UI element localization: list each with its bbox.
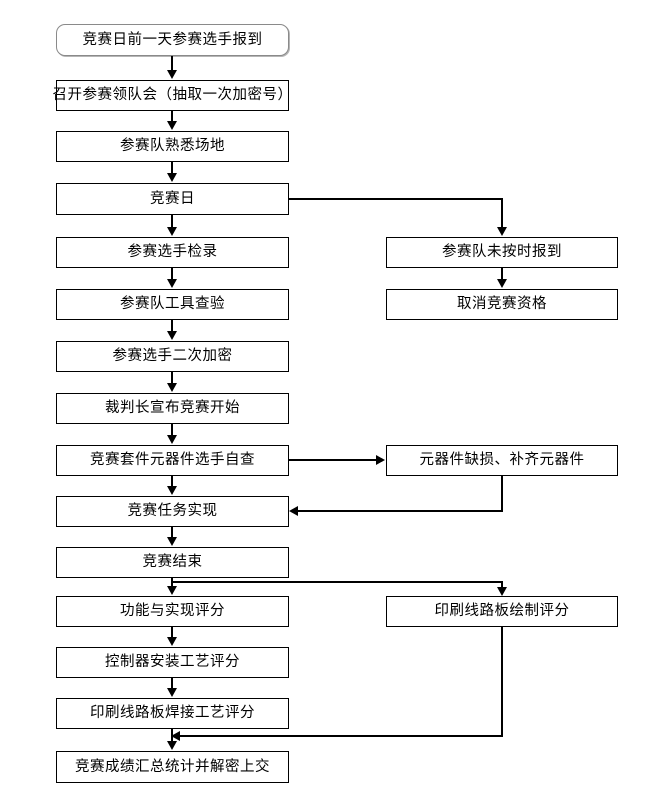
connector-n4-n5: [171, 215, 173, 228]
connector-n11-r4-vertical: [501, 581, 503, 590]
arrowhead-n9-n10: [167, 486, 177, 495]
flow-node-team-leader-meeting[interactable]: 召开参赛领队会（抽取一次加密号）: [53, 80, 292, 111]
flow-node-familiarize-venue[interactable]: 参赛队熟悉场地: [56, 131, 289, 162]
connector-n4-r1-horizontal: [289, 198, 503, 200]
flow-node-pcb-layout-score[interactable]: 印刷线路板绘制评分: [386, 596, 618, 627]
connector-n11-r4-horizontal: [171, 581, 503, 583]
flow-node-label: 裁判长宣布竞赛开始: [105, 400, 240, 417]
connector-n9-n10: [171, 476, 173, 487]
flow-node-label: 竞赛任务实现: [127, 503, 218, 520]
arrowhead-n11-r4: [497, 587, 507, 596]
arrowhead-n3-n4: [167, 173, 177, 182]
arrowhead-r3-n10: [289, 506, 298, 516]
flow-node-controller-assembly-score[interactable]: 控制器安装工艺评分: [56, 647, 289, 678]
flow-node-label: 竞赛日前一天参赛选手报到: [82, 31, 263, 48]
connector-n10-n11: [171, 527, 173, 538]
connector-r4-n15-vertical: [501, 627, 503, 737]
flow-node-function-score[interactable]: 功能与实现评分: [56, 596, 289, 627]
connector-r3-n10-vertical: [501, 476, 503, 512]
arrowhead-n10-n11: [167, 537, 177, 546]
connector-n9-r3-horizontal: [289, 459, 377, 461]
flow-node-team-late[interactable]: 参赛队未按时报到: [386, 237, 618, 268]
flow-node-referee-announce-start[interactable]: 裁判长宣布竞赛开始: [56, 393, 289, 424]
arrowhead-n4-r1: [497, 227, 507, 236]
connector-n6-n7: [171, 320, 173, 332]
arrowhead-n7-n8: [167, 383, 177, 392]
connector-n12-n13: [171, 627, 173, 638]
arrowhead-r4-n15: [171, 731, 180, 741]
flow-node-label: 元器件缺损、补齐元器件: [419, 452, 585, 469]
flow-node-label: 竞赛套件元器件选手自查: [90, 452, 255, 469]
flow-node-label: 参赛队未按时报到: [442, 244, 562, 261]
flow-node-competition-end[interactable]: 竞赛结束: [56, 547, 289, 578]
flow-node-disqualify[interactable]: 取消竞赛资格: [386, 289, 618, 320]
connector-r3-n10-horizontal: [298, 510, 503, 512]
flow-node-label: 竞赛成绩汇总统计并解密上交: [75, 758, 270, 775]
arrowhead-n9-r3: [376, 455, 385, 465]
arrowhead-n13-n14: [167, 688, 177, 697]
arrowhead-n1-n2: [167, 70, 177, 79]
connector-n5-n6: [171, 268, 173, 280]
flow-node-label: 参赛选手检录: [127, 244, 218, 261]
connector-n8-n9: [171, 424, 173, 436]
arrowhead-r1-r2: [497, 279, 507, 288]
flow-node-label: 参赛选手二次加密: [112, 348, 233, 365]
flow-node-tool-inspection[interactable]: 参赛队工具查验: [56, 289, 289, 320]
flow-node-label: 印刷线路板焊接工艺评分: [90, 705, 255, 722]
arrowhead-n8-n9: [167, 435, 177, 444]
flow-node-label: 功能与实现评分: [120, 603, 225, 620]
flow-node-label: 印刷线路板绘制评分: [434, 603, 570, 620]
connector-n2-n3: [171, 111, 173, 122]
flow-node-pcb-soldering-score[interactable]: 印刷线路板焊接工艺评分: [56, 698, 289, 729]
flow-node-label: 竞赛结束: [142, 554, 203, 571]
arrowhead-n2-n3: [167, 121, 177, 130]
flow-node-label: 控制器安装工艺评分: [105, 654, 240, 671]
flow-node-task-implementation[interactable]: 竞赛任务实现: [56, 496, 289, 527]
arrowhead-n6-n7: [167, 331, 177, 340]
flow-node-label: 参赛队熟悉场地: [120, 138, 225, 155]
connector-n3-n4: [171, 162, 173, 174]
connector-r1-r2: [501, 268, 503, 280]
connector-n7-n8: [171, 372, 173, 384]
arrowhead-n4-n5: [167, 227, 177, 236]
flow-node-label: 召开参赛领队会（抽取一次加密号）: [52, 87, 293, 104]
flow-node-second-encryption[interactable]: 参赛选手二次加密: [56, 341, 289, 372]
flow-node-contestant-check-in[interactable]: 参赛选手检录: [56, 237, 289, 268]
flow-node-start[interactable]: 竞赛日前一天参赛选手报到: [56, 24, 289, 56]
connector-n1-n2: [171, 56, 173, 71]
arrowhead-n11-n12: [167, 586, 177, 595]
arrowhead-n14-n15: [167, 741, 177, 750]
flow-node-final-score-summary[interactable]: 竞赛成绩汇总统计并解密上交: [56, 751, 289, 783]
flow-node-label: 取消竞赛资格: [457, 296, 547, 313]
flow-node-label: 参赛队工具查验: [120, 296, 225, 313]
flow-node-label: 竞赛日: [150, 190, 195, 207]
arrowhead-n5-n6: [167, 279, 177, 288]
arrowhead-n12-n13: [167, 637, 177, 646]
flow-node-kit-self-check[interactable]: 竞赛套件元器件选手自查: [56, 445, 289, 476]
connector-r4-n15-horizontal: [180, 735, 503, 737]
connector-n4-r1-vertical: [501, 198, 503, 228]
flow-node-competition-day[interactable]: 竞赛日: [56, 183, 289, 215]
connector-n13-n14: [171, 678, 173, 689]
flow-node-missing-components[interactable]: 元器件缺损、补齐元器件: [386, 445, 618, 476]
